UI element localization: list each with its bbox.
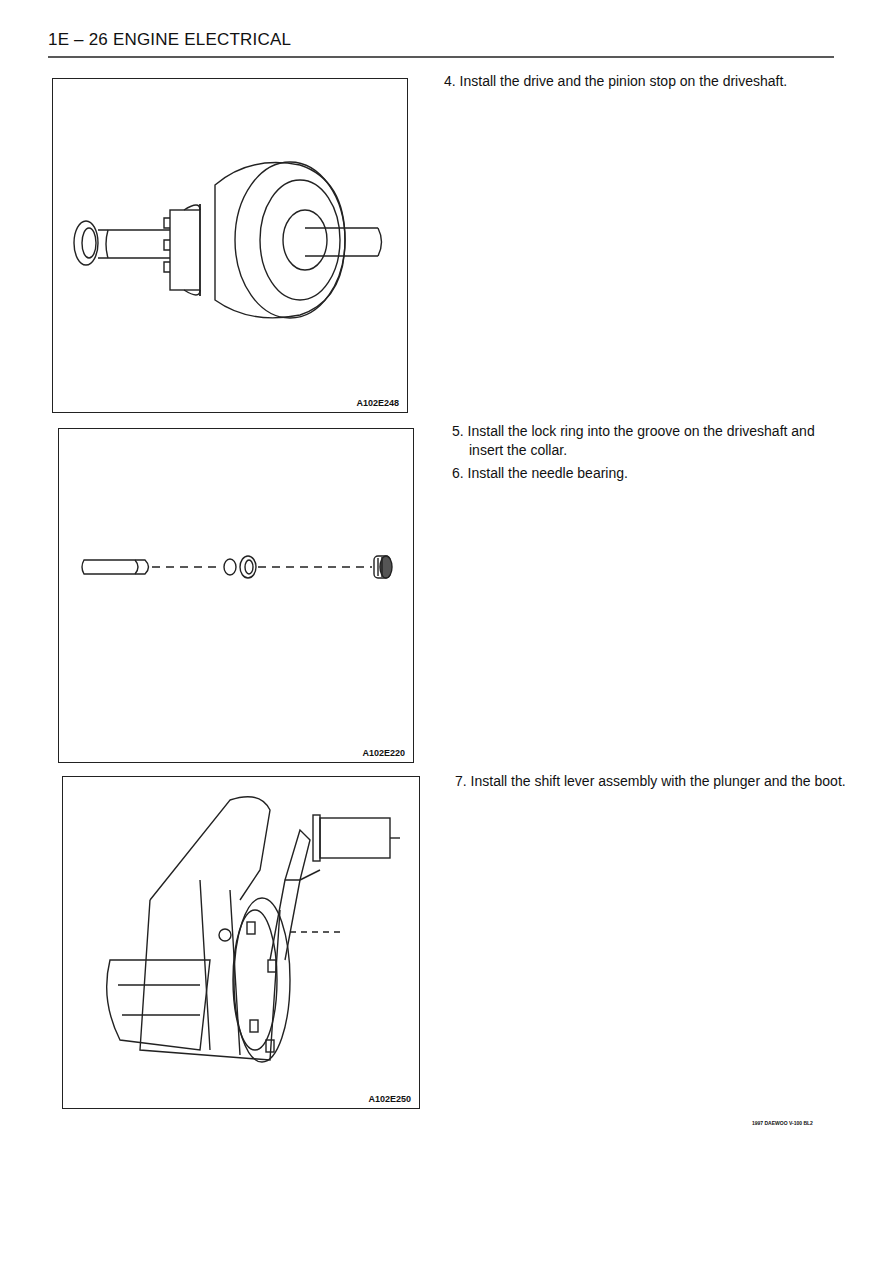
figure-code: A102E220 bbox=[360, 748, 407, 758]
page-title: 1E – 26 ENGINE ELECTRICAL bbox=[48, 30, 291, 50]
figure-code: A102E250 bbox=[366, 1094, 413, 1104]
figure-code: A102E248 bbox=[354, 398, 401, 408]
footer-note: 1997 DAEWOO V-100 BL2 bbox=[752, 1120, 852, 1126]
instruction-step: 5. Install the lock ring into the groove… bbox=[452, 422, 849, 460]
shaft-parts-drawing bbox=[82, 556, 392, 578]
figure-frame: A102E250 bbox=[62, 776, 420, 1109]
instruction-step: 7. Install the shift lever assembly with… bbox=[455, 772, 852, 791]
drive-assembly-drawing bbox=[74, 162, 382, 318]
housing-shift-lever-drawing bbox=[107, 797, 400, 1062]
instruction-step: 6. Install the needle bearing. bbox=[452, 464, 849, 483]
figure-frame: A102E220 bbox=[58, 428, 414, 763]
figure-frame: A102E248 bbox=[52, 78, 408, 413]
header-rule bbox=[48, 56, 834, 58]
instruction-step: 4. Install the drive and the pinion stop… bbox=[444, 72, 861, 91]
